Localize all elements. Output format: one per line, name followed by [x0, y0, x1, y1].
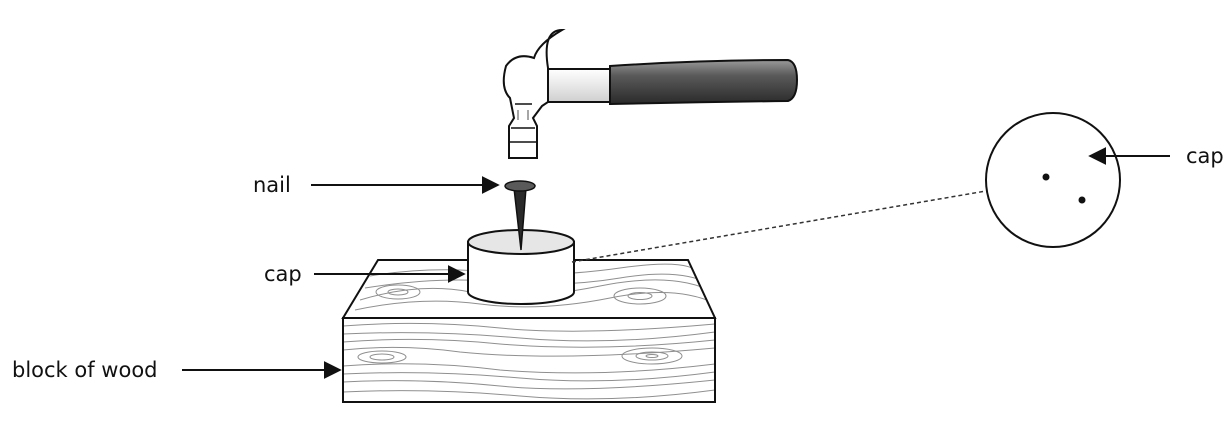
magnify-connector [571, 190, 987, 263]
hammer [502, 28, 799, 159]
particle-dot [1042, 173, 1050, 181]
hammer-grip [609, 58, 799, 106]
cap-label: cap [264, 262, 302, 286]
nail [504, 180, 536, 251]
cap [467, 229, 575, 305]
cap-magnified-label: cap [1186, 144, 1224, 168]
hammer-shaft [547, 68, 615, 103]
nail-label: nail [253, 173, 291, 197]
block-of-wood-label: block of wood [12, 358, 158, 382]
magnified-cap-view [985, 112, 1121, 248]
particle-dot [1078, 196, 1086, 204]
hammer-head [502, 28, 566, 159]
